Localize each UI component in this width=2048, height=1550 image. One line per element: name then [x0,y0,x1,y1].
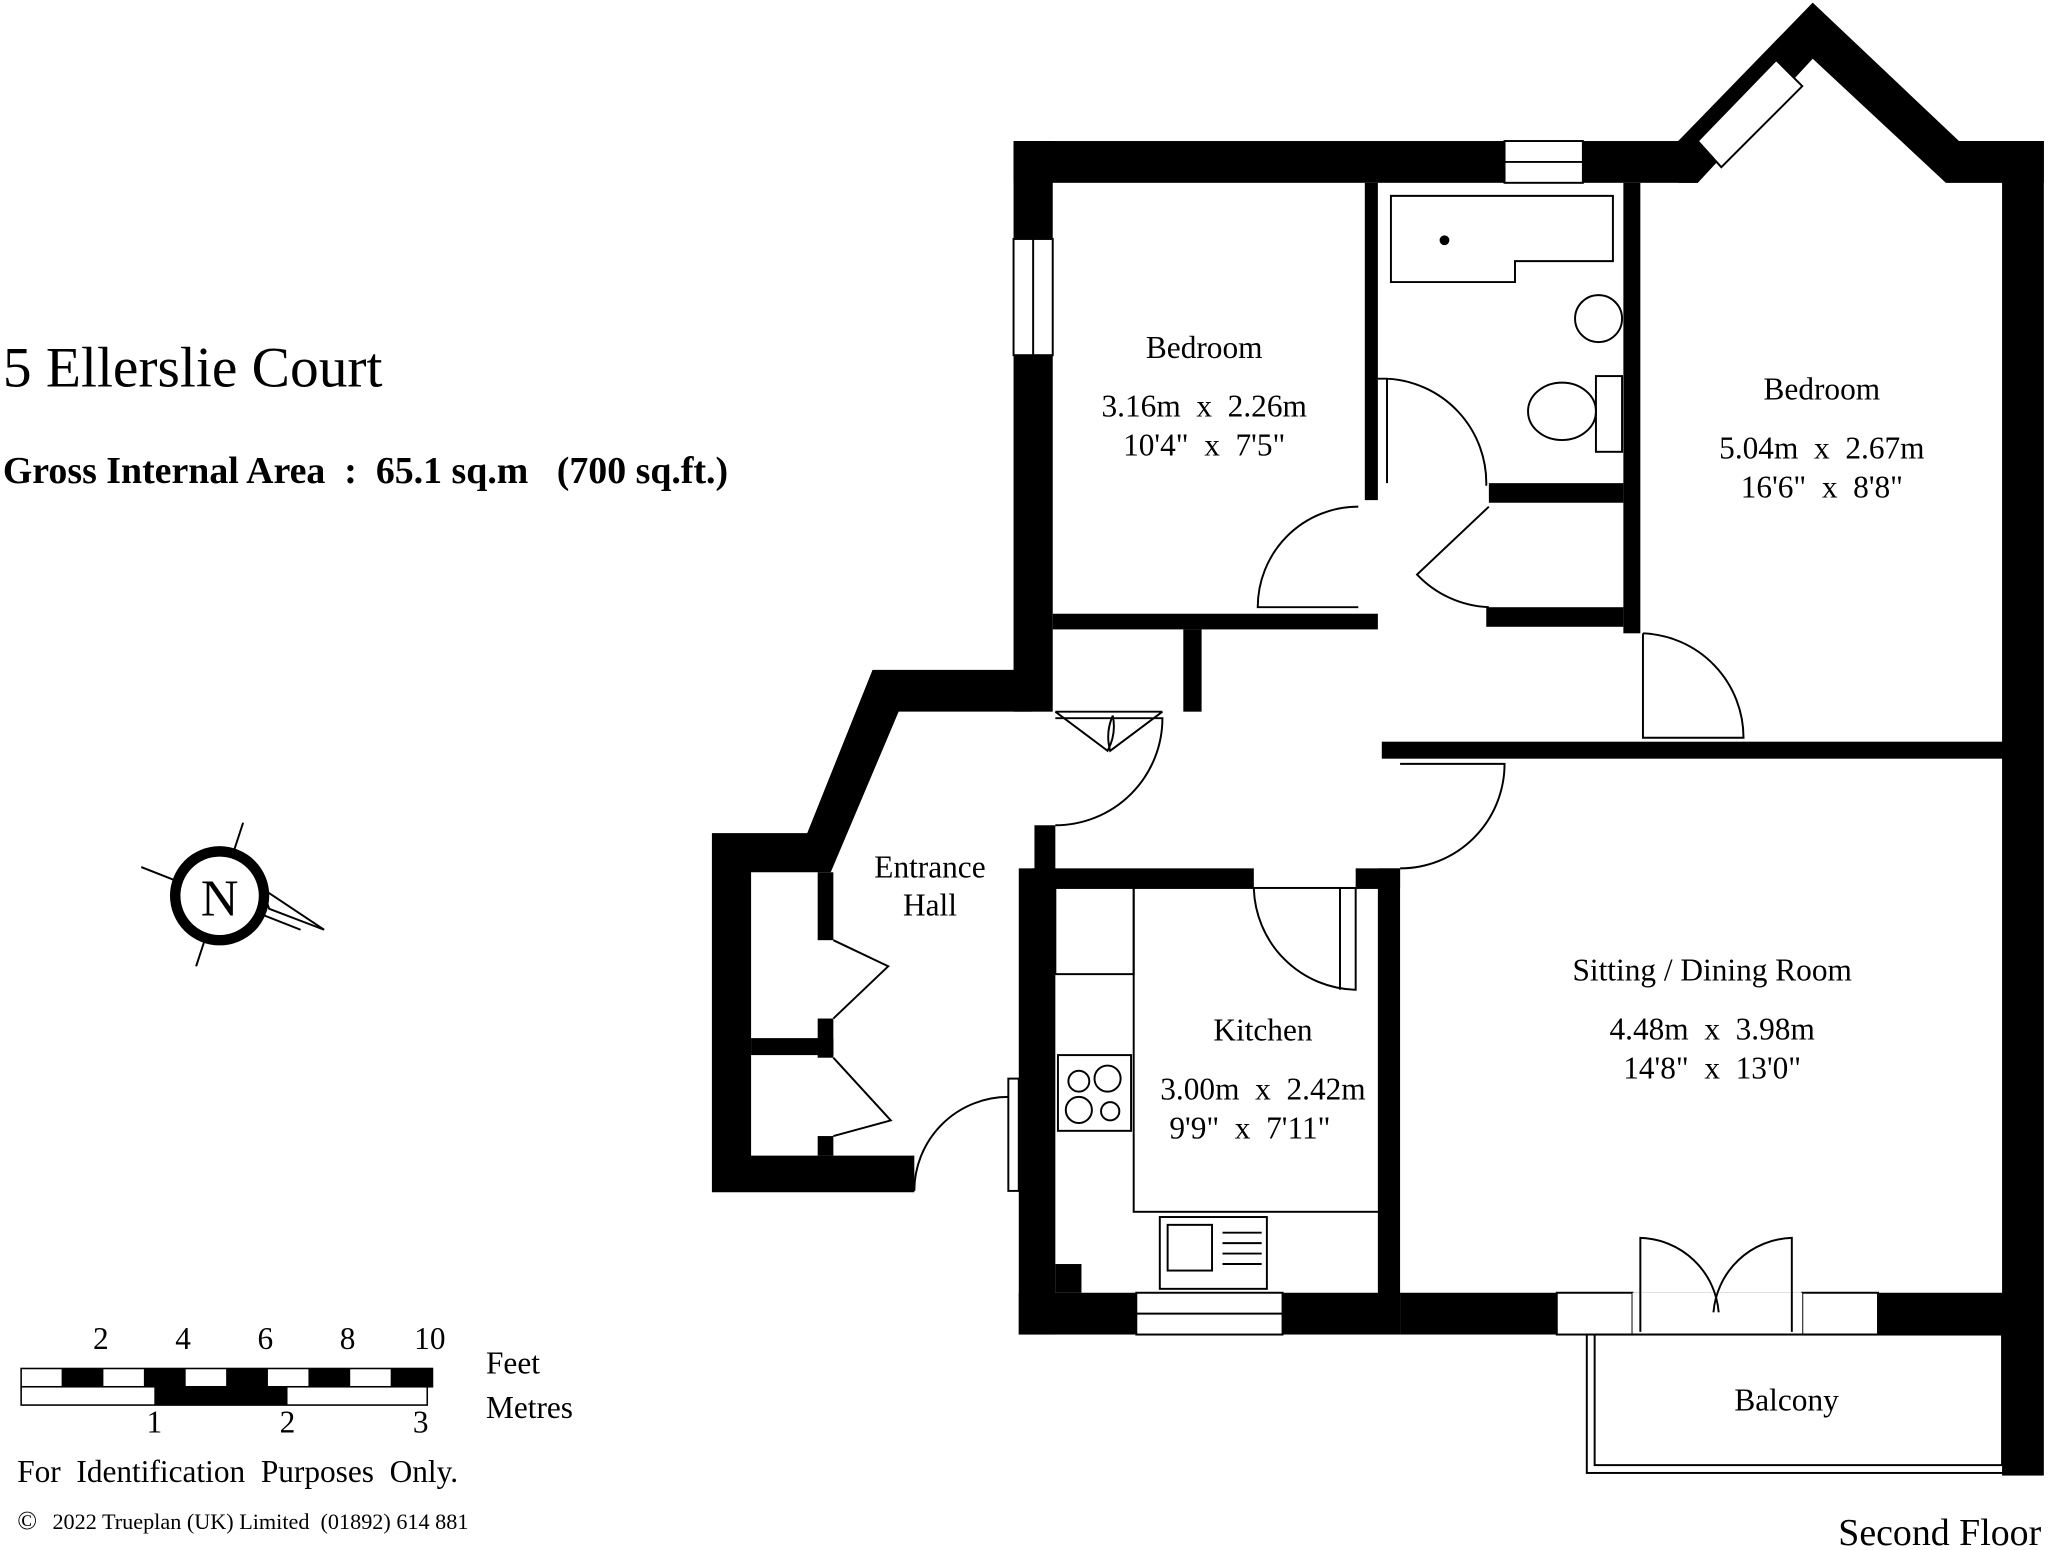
room-name: Sitting / Dining Room [1572,953,1851,988]
windows [1007,58,1879,1336]
copyright-icon: © [17,1506,37,1535]
disclaimer: For Identification Purposes Only. [17,1454,458,1489]
property-title: 5 Ellerslie Court [3,337,383,400]
feet-tick: 2 [93,1321,109,1356]
scale-bar: 2 4 6 8 10 1 2 3 Feet Metres [20,1321,573,1439]
copyright: 2022 Trueplan (UK) Limited (01892) 614 8… [52,1509,468,1534]
feet-tick: 8 [340,1321,356,1356]
metre-tick: 3 [413,1404,429,1439]
gross-internal-area: Gross Internal Area : 65.1 sq.m (700 sq.… [3,450,728,492]
compass-north-label: N [201,869,239,927]
room-imperial: 9'9" x 7'11" [1169,1111,1330,1146]
room-metric: 3.16m x 2.26m [1102,389,1307,424]
room-balcony: Balcony [1734,1382,1839,1417]
room-entrance-hall: Entrance Hall [874,850,985,923]
floor-label: Second Floor [1838,1512,2041,1550]
metre-tick: 2 [280,1404,296,1439]
room-name-line2: Hall [903,887,957,922]
feet-tick: 4 [175,1321,191,1356]
room-metric: 4.48m x 3.98m [1609,1011,1814,1046]
walls [711,2,2044,1476]
doors [832,377,1793,1332]
room-metric: 3.00m x 2.42m [1160,1071,1365,1106]
room-kitchen: Kitchen 3.00m x 2.42m 9'9" x 7'11" [1160,1013,1365,1146]
room-imperial: 10'4" x 7'5" [1123,428,1285,463]
room-metric: 5.04m x 2.67m [1719,430,1924,465]
metre-tick: 1 [146,1404,162,1439]
room-imperial: 14'8" x 13'0" [1623,1051,1801,1086]
room-name: Bedroom [1764,372,1881,407]
room-imperial: 16'6" x 8'8" [1741,470,1903,505]
metres-label: Metres [486,1390,573,1425]
room-bedroom-2: Bedroom 5.04m x 2.67m 16'6" x 8'8" [1719,372,1924,505]
compass-icon: N [140,822,325,967]
feet-tick: 6 [257,1321,273,1356]
room-name: Bedroom [1146,330,1263,365]
room-name: Kitchen [1213,1013,1313,1048]
feet-label: Feet [486,1346,540,1381]
room-sitting-dining: Sitting / Dining Room 4.48m x 3.98m 14'8… [1572,953,1851,1086]
feet-tick: 10 [414,1321,445,1356]
room-bedroom-1: Bedroom 3.16m x 2.26m 10'4" x 7'5" [1102,330,1307,463]
room-name-line1: Entrance [874,850,985,885]
fixtures [1054,194,2006,1474]
